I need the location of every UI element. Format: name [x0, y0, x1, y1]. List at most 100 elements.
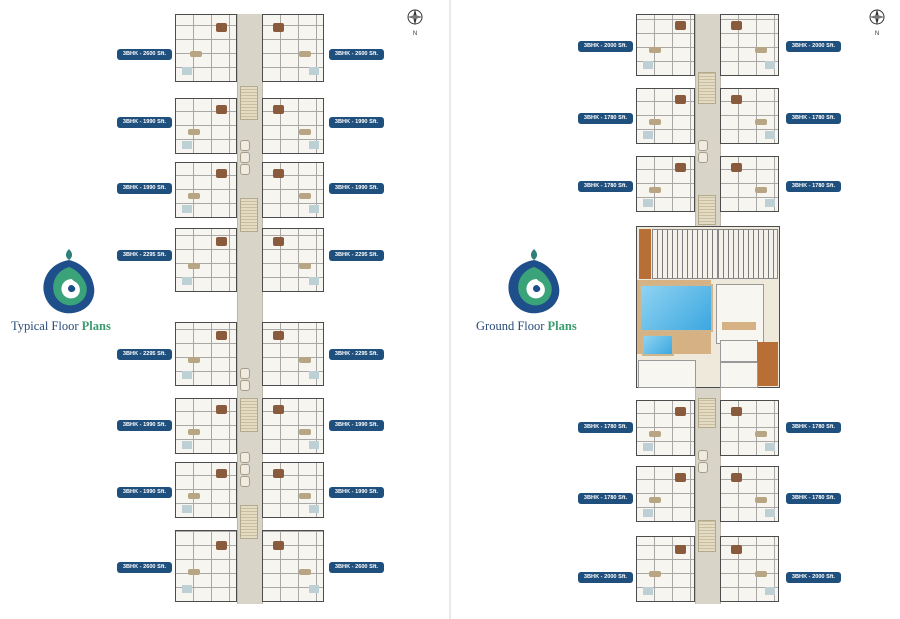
- staircase: [698, 398, 716, 428]
- staircase: [240, 398, 258, 432]
- unit-area-label: 3BHK - 1780 Sft.: [578, 493, 633, 504]
- unit-area-label: 3BHK - 2600 Sft.: [117, 562, 172, 573]
- flat-plan: [262, 14, 324, 82]
- unit-area-label: 3BHK - 2600 Sft.: [329, 562, 384, 573]
- flat-plan: [175, 14, 237, 82]
- page-fold: [449, 0, 451, 619]
- seating-hall: [718, 229, 778, 279]
- unit-area-label: 3BHK - 2000 Sft.: [578, 41, 633, 52]
- unit-area-label: 3BHK - 1990 Sft.: [117, 183, 172, 194]
- flat-plan: [175, 98, 237, 154]
- ground-floor-title: Ground Floor Plans: [476, 319, 577, 334]
- lift: [698, 462, 708, 473]
- gym-area: [757, 342, 778, 386]
- flat-plan: [175, 322, 237, 386]
- flat-plan: [175, 398, 237, 454]
- staircase: [698, 520, 716, 552]
- flat-plan: [636, 400, 695, 456]
- flat-plan: [720, 536, 779, 602]
- flat-plan: [636, 156, 695, 212]
- flat-plan: [636, 14, 695, 76]
- unit-area-label: 3BHK - 2295 Sft.: [329, 349, 384, 360]
- unit-area-label: 3BHK - 1990 Sft.: [329, 117, 384, 128]
- shell-logo-icon: [508, 249, 560, 314]
- flat-plan: [262, 162, 324, 218]
- north-compass-icon: N: [869, 9, 885, 36]
- unit-area-label: 3BHK - 1990 Sft.: [329, 420, 384, 431]
- typical-floor-title: Typical Floor Plans: [11, 319, 111, 334]
- staircase: [698, 72, 716, 104]
- flat-plan: [636, 536, 695, 602]
- kids-pool: [642, 334, 674, 356]
- staircase: [240, 505, 258, 539]
- lift: [240, 380, 250, 391]
- staircase: [240, 198, 258, 232]
- title-accent: Plans: [547, 319, 577, 333]
- lift: [698, 140, 708, 151]
- utility-rooms: [720, 362, 758, 388]
- flat-plan: [262, 228, 324, 292]
- lift: [240, 476, 250, 487]
- unit-area-label: 3BHK - 2600 Sft.: [117, 49, 172, 60]
- shell-logo-icon: [43, 249, 95, 314]
- flat-plan: [720, 400, 779, 456]
- unit-area-label: 3BHK - 2600 Sft.: [329, 49, 384, 60]
- unit-area-label: 3BHK - 1780 Sft.: [786, 113, 841, 124]
- lift: [698, 152, 708, 163]
- unit-area-label: 3BHK - 1780 Sft.: [578, 422, 633, 433]
- unit-area-label: 3BHK - 2000 Sft.: [578, 572, 633, 583]
- unit-area-label: 3BHK - 1780 Sft.: [578, 113, 633, 124]
- lift: [240, 140, 250, 151]
- unit-area-label: 3BHK - 2000 Sft.: [786, 572, 841, 583]
- seating-hall: [652, 229, 718, 279]
- lift: [240, 164, 250, 175]
- lift: [240, 152, 250, 163]
- swimming-pool: [639, 284, 713, 332]
- flat-plan: [720, 14, 779, 76]
- north-compass-icon: N: [407, 9, 423, 36]
- lift: [698, 450, 708, 461]
- flat-plan: [720, 466, 779, 522]
- flat-plan: [636, 88, 695, 144]
- utility-rooms: [638, 360, 696, 388]
- flat-plan: [262, 98, 324, 154]
- stage-area: [639, 229, 651, 279]
- meeting-room: [720, 340, 758, 362]
- unit-area-label: 3BHK - 1780 Sft.: [786, 181, 841, 192]
- flat-plan: [262, 530, 324, 602]
- title-main: Typical Floor: [11, 319, 79, 333]
- flat-plan: [720, 156, 779, 212]
- unit-area-label: 3BHK - 1990 Sft.: [117, 117, 172, 128]
- unit-area-label: 3BHK - 1780 Sft.: [786, 422, 841, 433]
- lift: [240, 452, 250, 463]
- staircase: [240, 86, 258, 120]
- flat-plan: [175, 228, 237, 292]
- unit-area-label: 3BHK - 1990 Sft.: [117, 420, 172, 431]
- title-accent: Plans: [81, 319, 111, 333]
- unit-area-label: 3BHK - 2000 Sft.: [786, 41, 841, 52]
- title-main: Ground Floor: [476, 319, 545, 333]
- unit-area-label: 3BHK - 2295 Sft.: [329, 250, 384, 261]
- dining-table: [722, 322, 756, 330]
- flat-plan: [175, 462, 237, 518]
- unit-area-label: 3BHK - 1780 Sft.: [786, 493, 841, 504]
- flat-plan: [175, 162, 237, 218]
- flat-plan: [720, 88, 779, 144]
- staircase: [698, 195, 716, 225]
- unit-area-label: 3BHK - 1990 Sft.: [329, 183, 384, 194]
- flat-plan: [262, 398, 324, 454]
- flat-plan: [262, 322, 324, 386]
- lift: [240, 368, 250, 379]
- compass-letter: N: [875, 31, 879, 36]
- flat-plan: [636, 466, 695, 522]
- unit-area-label: 3BHK - 1990 Sft.: [117, 487, 172, 498]
- unit-area-label: 3BHK - 2295 Sft.: [117, 250, 172, 261]
- lounge-area: [716, 284, 764, 344]
- compass-letter: N: [413, 31, 417, 36]
- flat-plan: [262, 462, 324, 518]
- flat-plan: [175, 530, 237, 602]
- unit-area-label: 3BHK - 1780 Sft.: [578, 181, 633, 192]
- unit-area-label: 3BHK - 1990 Sft.: [329, 487, 384, 498]
- lift: [240, 464, 250, 475]
- unit-area-label: 3BHK - 2295 Sft.: [117, 349, 172, 360]
